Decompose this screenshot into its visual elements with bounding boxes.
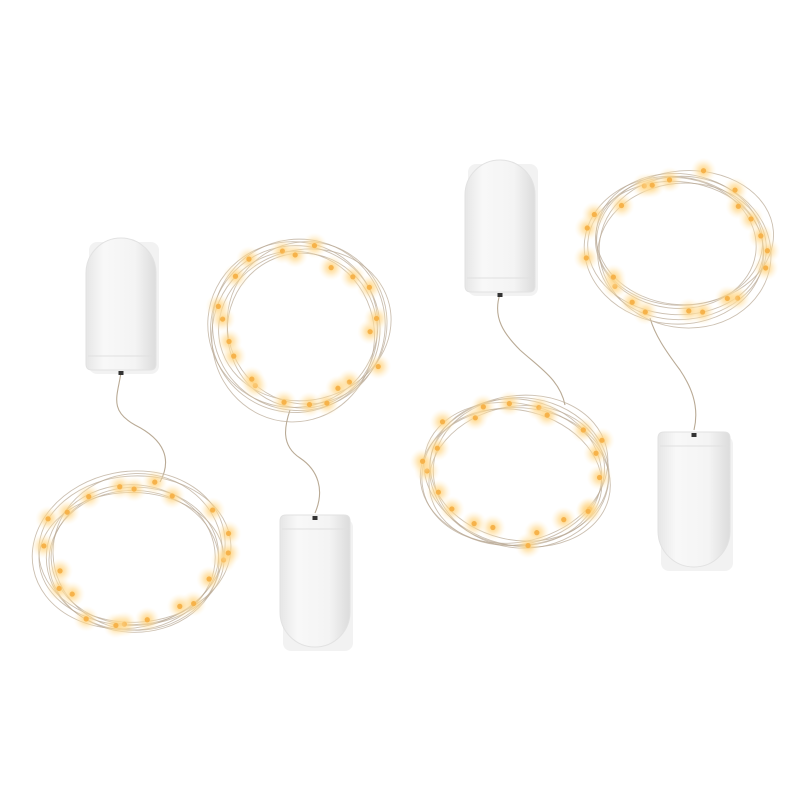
led-bulb — [686, 308, 692, 314]
led-bulb — [83, 616, 89, 622]
battery-case-layer — [85, 159, 733, 651]
led-bulb — [585, 508, 591, 514]
led-bulb — [724, 295, 730, 302]
led-bulb — [480, 404, 486, 410]
led-bulb — [758, 233, 764, 239]
led-bulb — [732, 187, 738, 193]
wire-layer — [31, 170, 774, 633]
led-bulb — [324, 400, 330, 406]
led-bulb — [471, 521, 477, 527]
led-bulb — [177, 603, 183, 609]
led-bulb — [593, 450, 599, 456]
lead-wire — [285, 409, 321, 514]
led-bulb — [246, 256, 252, 262]
led-bulb — [763, 265, 769, 271]
led-bulb — [56, 585, 62, 592]
led-bulb — [373, 315, 380, 322]
led-bulb — [583, 255, 589, 261]
led-bulb — [596, 474, 603, 481]
led-bulb — [534, 530, 540, 536]
led-bulb — [591, 211, 597, 218]
lead-wire — [497, 293, 566, 406]
led-bulb — [439, 419, 446, 425]
led-bulb — [169, 493, 175, 499]
led-glow-layer — [30, 157, 781, 639]
battery-case — [279, 514, 353, 651]
led-bulb — [490, 524, 496, 531]
led-bulb — [544, 412, 550, 418]
led-bulb — [700, 168, 707, 174]
battery-case-body — [657, 431, 731, 568]
led-bulb — [225, 550, 231, 556]
led-bulb — [281, 399, 287, 405]
power-switch-icon — [497, 293, 503, 297]
battery-case-body — [464, 159, 536, 293]
power-switch-icon — [312, 516, 318, 520]
led-bulb — [57, 568, 63, 574]
led-bulb — [226, 338, 232, 345]
led-bulb — [117, 484, 123, 490]
battery-case — [85, 237, 159, 375]
led-bulb — [419, 458, 426, 464]
led-bulb — [152, 479, 158, 485]
led-bulb — [764, 248, 770, 254]
led-bulb — [210, 507, 216, 513]
led-bulb — [435, 489, 442, 495]
led-bulb — [366, 284, 372, 290]
led-bulb — [311, 242, 318, 249]
led-bulb — [618, 202, 625, 209]
power-switch-icon — [118, 371, 124, 375]
led-bulb — [561, 517, 567, 523]
led-bulb — [292, 252, 298, 258]
led-bulb — [41, 543, 47, 549]
led-bulb — [45, 516, 51, 522]
led-bulb — [64, 509, 70, 515]
led-bulb — [350, 274, 356, 280]
led-bulb — [113, 622, 119, 629]
led-bulb — [748, 216, 754, 222]
led-bulb — [735, 203, 741, 209]
led-bulb — [666, 177, 673, 183]
battery-case — [657, 431, 733, 571]
power-switch-icon — [691, 433, 697, 437]
led-bulb — [584, 225, 590, 231]
battery-case-body — [279, 514, 351, 648]
led-bulb — [335, 385, 341, 391]
led-bulb — [375, 363, 381, 370]
led-bulb — [525, 542, 531, 549]
led-bulb — [232, 273, 239, 279]
led-bulb — [231, 353, 237, 359]
battery-case — [464, 159, 538, 297]
battery-case-body — [85, 237, 157, 371]
led-bulb — [328, 265, 334, 271]
led-bulb — [144, 617, 150, 623]
lead-wire — [649, 317, 697, 431]
led-bulb — [131, 486, 137, 492]
led-bulb — [506, 401, 512, 407]
led-bulb — [449, 506, 455, 512]
led-bulb — [610, 274, 616, 280]
led-bulb — [306, 401, 313, 408]
led-bulb — [649, 182, 655, 188]
led-bulb — [86, 494, 92, 500]
led-bulb — [249, 376, 255, 382]
lead-wire — [116, 371, 167, 483]
led-bulb — [642, 309, 648, 315]
led-bulb — [225, 530, 232, 537]
led-bulb — [580, 427, 586, 433]
led-bulb — [215, 303, 221, 309]
led-bulb — [206, 576, 212, 582]
led-bulb — [434, 445, 440, 451]
led-bulb — [629, 299, 635, 305]
